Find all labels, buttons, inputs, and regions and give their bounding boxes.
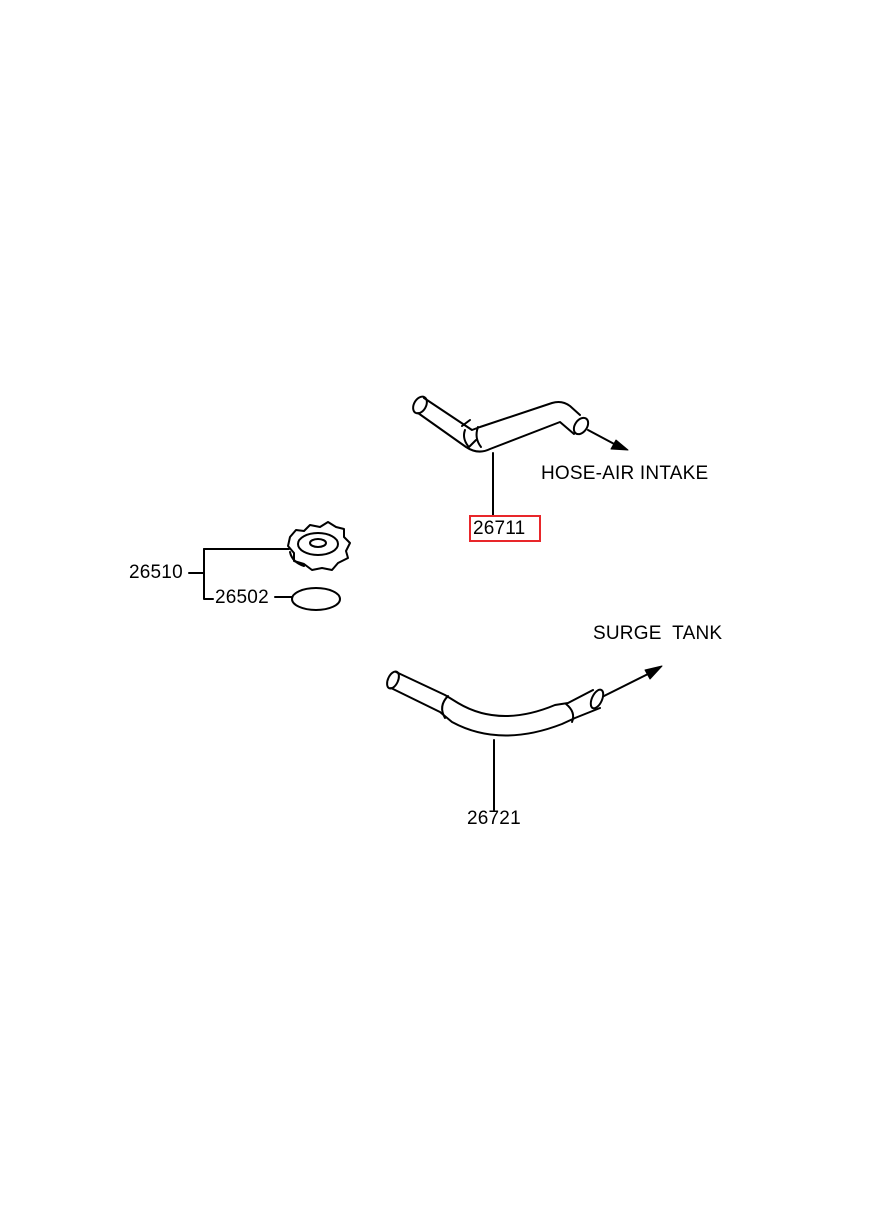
- upper-hose-illustration: [412, 395, 619, 516]
- part-number-26711-label[interactable]: 26711: [473, 518, 526, 539]
- part-number-26502-label[interactable]: 26502: [215, 587, 269, 608]
- destination-surge-tank-label: SURGE TANK: [593, 623, 723, 644]
- gasket-illustration: [291, 587, 341, 611]
- part-number-26721-label[interactable]: 26721: [467, 808, 521, 829]
- upper-arrowhead: [610, 439, 629, 451]
- cap-assembly-bracket: [188, 548, 293, 600]
- filler-cap-illustration: [287, 521, 351, 571]
- lower-arrowhead: [644, 665, 663, 680]
- highlighted-part-box[interactable]: [469, 515, 541, 542]
- lower-hose-illustration: [386, 670, 653, 811]
- destination-hose-air-intake-label: HOSE-AIR INTAKE: [541, 463, 709, 484]
- part-number-26510-label[interactable]: 26510: [129, 562, 183, 583]
